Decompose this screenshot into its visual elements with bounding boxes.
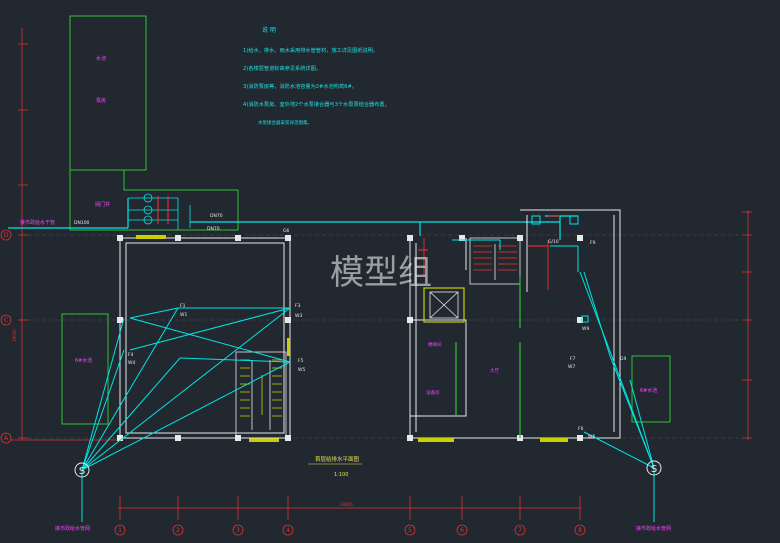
g9-label: G9: [620, 356, 626, 362]
axis-label-4: 4: [286, 527, 290, 534]
notes-title: 说 明: [262, 26, 276, 34]
notes-line-3: 3)消防泵房等，消防水池容量为2#水池构筑6#。: [243, 82, 357, 90]
city-supply-label: 接市政给水干管: [20, 219, 55, 226]
left-axis-labels: D C A: [4, 232, 9, 442]
dn70a-label: DN70: [210, 213, 223, 219]
f1-label: F1: [180, 303, 186, 309]
valve-label: 阀门井: [95, 201, 110, 208]
w5-label: W5: [298, 367, 305, 373]
axis-label-a: A: [4, 435, 9, 442]
s-symbol-right: S: [646, 460, 662, 476]
bottom-axis-markers: [114, 524, 586, 536]
axis-label-c: C: [4, 317, 8, 324]
f4-label: F4: [128, 352, 134, 358]
g6-label: G6: [283, 228, 289, 234]
watermark: 模型组: [330, 253, 432, 293]
f3-label: F3: [295, 303, 301, 309]
right-fixtures: [452, 215, 589, 323]
axis-label-d: D: [4, 232, 9, 239]
right-building-walls: [409, 209, 621, 439]
dn70b-label: DN70: [207, 226, 220, 232]
left-hatch-walls: [136, 235, 290, 442]
pump-label: 泵房: [96, 97, 106, 104]
stair-treads-left: [240, 359, 282, 417]
axis-label-6: 6: [460, 527, 464, 534]
main-supply-pipe: [8, 198, 578, 240]
pool-pump-house: [69, 15, 239, 231]
right-red-fixtures: [418, 215, 560, 251]
dn100-label: DN100: [74, 220, 90, 226]
left-dimension: [10, 28, 120, 441]
notes-line-2: 2)各楼层管道标高参见系统详图。: [243, 64, 321, 72]
left-tank-label: 6#水池: [75, 357, 92, 364]
elevator-shaft: [423, 287, 465, 323]
fixture-labels: F1 W1 F3 W3 F4 W4 F5 W5 F6 W6 F7 W7 F9 G…: [128, 239, 626, 440]
s-left-text: S: [79, 466, 85, 477]
w3-label: W3: [295, 313, 302, 319]
f5-label: F5: [298, 358, 304, 364]
notes-block: 说 明 1)给水、排水、雨水采用排水管管材，施工详见图纸说明。 2)各楼层管道标…: [243, 26, 390, 126]
f6-label: F6: [578, 426, 584, 432]
room1-label: 楼梯间: [428, 341, 442, 348]
w1-label: W1: [180, 312, 187, 318]
bottom-axis-labels: 1 2 3 4 5 6 7 8: [118, 527, 582, 534]
axis-label-5: 5: [408, 527, 412, 534]
pool-label: 水池: [96, 55, 106, 62]
pump-assembly: [128, 193, 191, 230]
s-right-text: S: [651, 464, 657, 475]
notes-line-5: 水泵接合器安装详见图集。: [258, 119, 312, 126]
right-dimension: [742, 210, 752, 440]
right-tank-label: 6#水池: [640, 387, 657, 394]
room2-label: 设备房: [426, 389, 440, 396]
room3-label: 大厅: [490, 367, 499, 374]
plan-scale: 1:100: [334, 472, 348, 478]
axis-label-3: 3: [236, 527, 240, 534]
bottom-dimension: [118, 496, 582, 520]
axis-label-8: 8: [578, 527, 582, 534]
axis-label-2: 2: [176, 527, 180, 534]
w6-label: W6: [588, 434, 595, 440]
plan-title: 首层给排水平面图: [315, 455, 360, 463]
notes-line-1: 1)给水、排水、雨水采用排水管管材，施工详见图纸说明。: [243, 46, 378, 54]
w4-label: W4: [128, 360, 135, 366]
left-stair: [235, 351, 287, 439]
g10-label: G/10: [548, 239, 559, 245]
right-green-pipes: [455, 276, 521, 438]
right-hatch-walls: [418, 438, 568, 442]
stair-treads-right: [423, 238, 549, 290]
notes-line-4: 4)消防水泵房、室外地2个水泵接合器与3个水泵泵结合器布置。: [243, 100, 390, 108]
riser-pipes: [81, 271, 655, 522]
axis-label-1: 1: [118, 527, 122, 534]
left-tank: [61, 313, 109, 425]
left-dim-text: 19000: [12, 329, 17, 342]
city-connect-right-label: 接市政给水管网: [636, 525, 671, 532]
f9-label: F9: [590, 240, 596, 246]
w9-label: W9: [582, 326, 589, 332]
left-building-walls: [119, 237, 291, 439]
s-symbol-left: S: [74, 462, 90, 478]
w7-label: W7: [568, 364, 575, 370]
f7-label: F7: [570, 356, 576, 362]
bottom-dim-text: 28800: [340, 502, 353, 507]
city-connect-left-label: 接市政给水管网: [55, 525, 90, 532]
pump-valves: [157, 196, 169, 224]
axis-label-7: 7: [518, 527, 522, 534]
right-stair: [469, 237, 521, 285]
left-axis-markers: [0, 229, 12, 444]
